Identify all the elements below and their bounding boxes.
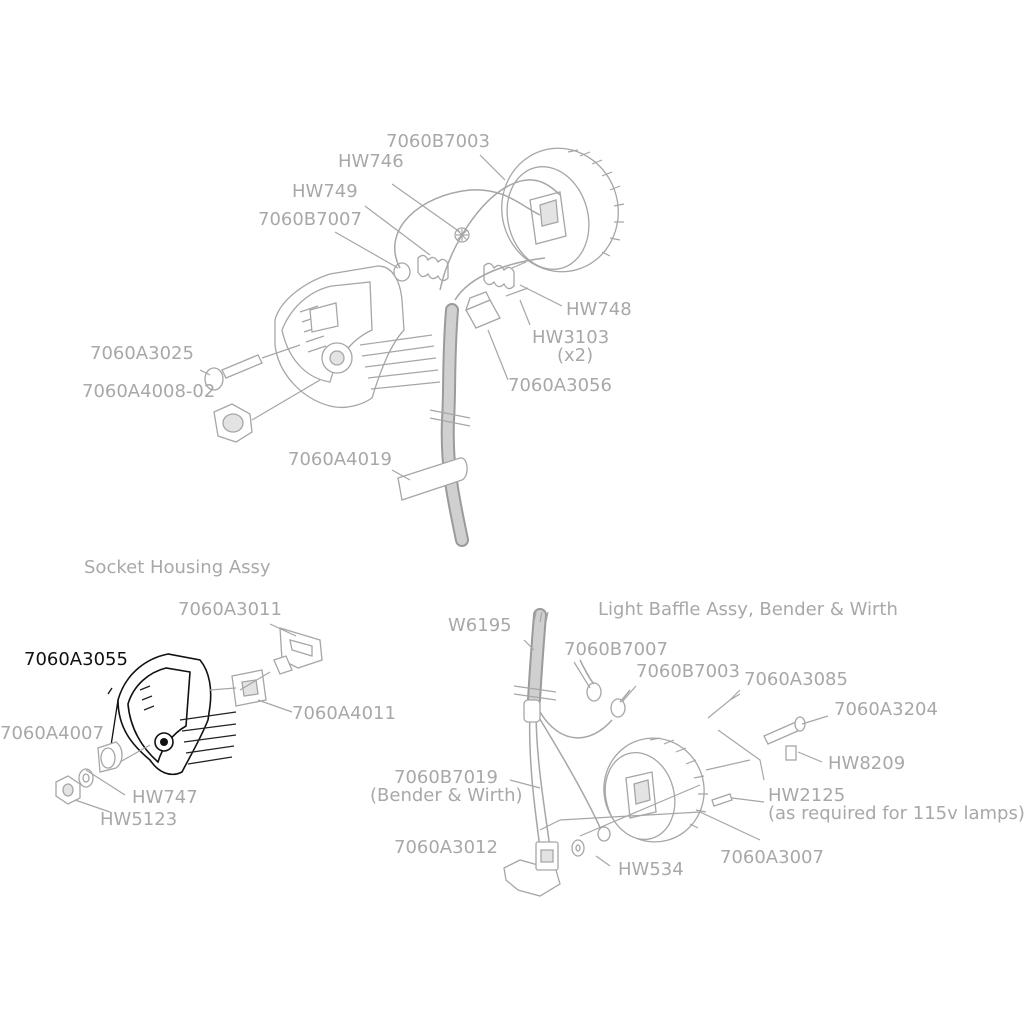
label-hw3103-qty: (x2) — [557, 345, 594, 366]
socket-bracket[interactable] — [279, 627, 323, 669]
top-knob[interactable] — [213, 379, 321, 443]
socket-leader-lines — [74, 623, 297, 813]
label-hw749: HW749 — [292, 181, 358, 202]
light-baffle-assembly — [503, 608, 829, 897]
label-7060A4007: 7060A4007 — [0, 723, 104, 744]
label-7060A4019: 7060A4019 — [288, 449, 392, 470]
top-cable-band[interactable] — [397, 457, 468, 501]
hw534-washer[interactable] — [571, 839, 585, 857]
label-7060A3007: 7060A3007 — [720, 847, 824, 868]
label-7060B7019-note: (Bender & Wirth) — [370, 785, 523, 806]
label-hw534: HW534 — [618, 859, 684, 880]
label-7060A3085: 7060A3085 — [744, 669, 848, 690]
label-7060B7003-top: 7060B7003 — [386, 131, 490, 152]
label-7060A3025: 7060A3025 — [90, 343, 194, 364]
label-7060A3055: 7060A3055 — [24, 649, 128, 670]
label-7060B7003-bottom: 7060B7003 — [636, 661, 740, 682]
label-7060A3012: 7060A3012 — [394, 837, 498, 858]
label-7060A3011: 7060A3011 — [178, 599, 282, 620]
b7019-harness[interactable] — [523, 699, 613, 849]
baffle-leader-lines — [509, 639, 829, 867]
label-hw5123: HW5123 — [100, 809, 178, 830]
top-leader-lines — [199, 154, 563, 481]
a3204-screw[interactable] — [763, 716, 806, 745]
label-7060A4008-02: 7060A4008-02 — [82, 381, 216, 402]
section-title-light-baffle: Light Baffle Assy, Bender & Wirth — [598, 599, 898, 620]
label-hw3103: HW3103 — [532, 327, 610, 348]
section-title-socket-housing: Socket Housing Assy — [84, 557, 271, 578]
hw5123-nut[interactable] — [55, 775, 81, 805]
top-assembly — [199, 135, 632, 547]
top-wires — [394, 179, 561, 301]
top-socket-housing[interactable] — [274, 265, 441, 409]
hw8209-clip[interactable] — [785, 745, 797, 761]
label-hw8209: HW8209 — [828, 753, 906, 774]
label-hw747: HW747 — [132, 787, 198, 808]
highlighted-housing[interactable] — [107, 653, 237, 776]
top-cable — [429, 303, 471, 547]
label-w6195: W6195 — [448, 615, 512, 636]
w6195-cable[interactable] — [513, 608, 557, 707]
hw747-washer[interactable] — [78, 768, 94, 788]
label-7060B7007-top: 7060B7007 — [258, 209, 362, 230]
label-7060A4011: 7060A4011 — [292, 703, 396, 724]
label-hw2125-note: (as required for 115v lamps) — [768, 803, 1024, 824]
top-lamp-reflector[interactable] — [488, 135, 632, 285]
label-7060B7007-bottom: 7060B7007 — [564, 639, 668, 660]
ring-terminals[interactable] — [579, 659, 631, 842]
a3007-reflector[interactable] — [592, 727, 716, 853]
socket-housing-assembly — [55, 623, 323, 813]
label-7060A3056: 7060A3056 — [508, 375, 612, 396]
top-springs[interactable] — [393, 227, 529, 297]
top-strain-relief[interactable] — [464, 291, 501, 329]
label-7060A3204: 7060A3204 — [834, 699, 938, 720]
socket-plate[interactable] — [231, 655, 293, 707]
a3012-connector[interactable] — [503, 841, 561, 897]
label-7060B7019: 7060B7019 — [394, 767, 498, 788]
socket-washer[interactable] — [97, 741, 123, 773]
label-hw748: HW748 — [566, 299, 632, 320]
label-hw746: HW746 — [338, 151, 404, 172]
a3085-bracket[interactable] — [705, 693, 765, 781]
label-hw2125: HW2125 — [768, 785, 846, 806]
top-screw[interactable] — [204, 344, 301, 391]
hw2125-screw[interactable] — [711, 793, 733, 807]
